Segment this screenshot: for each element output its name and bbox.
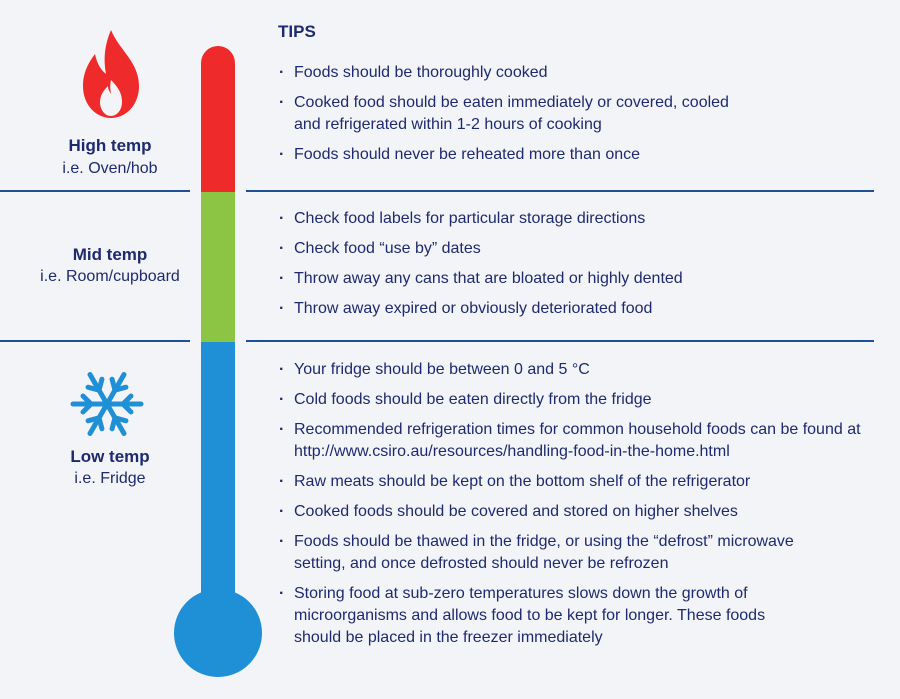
high-temp-tips: Foods should be thoroughly cooked Cooked… <box>276 62 876 174</box>
list-item: Foods should never be reheated more than… <box>276 144 876 166</box>
high-temp-title: High temp <box>68 136 152 155</box>
thermometer-bulb <box>174 589 262 677</box>
divider-right-1 <box>246 190 874 192</box>
low-temp-tips: Your fridge should be between 0 and 5 °C… <box>276 359 876 657</box>
list-item: Raw meats should be kept on the bottom s… <box>276 471 876 493</box>
list-item: Your fridge should be between 0 and 5 °C <box>276 359 876 381</box>
high-temp-subtitle: i.e. Oven/hob <box>62 160 158 177</box>
mid-temp-title: Mid temp <box>72 245 148 264</box>
list-item: Check food “use by” dates <box>276 238 876 260</box>
list-item: Storing food at sub-zero temperatures sl… <box>276 583 784 649</box>
list-item: Throw away expired or obviously deterior… <box>276 298 876 320</box>
divider-right-2 <box>246 340 874 342</box>
list-item: Throw away any cans that are bloated or … <box>276 268 876 290</box>
list-item: Foods should be thawed in the fridge, or… <box>276 531 814 575</box>
list-item: Recommended refrigeration times for comm… <box>276 419 874 463</box>
list-item: Cold foods should be eaten directly from… <box>276 389 876 411</box>
list-item: Cooked foods should be covered and store… <box>276 501 876 523</box>
thermometer-green-segment <box>201 192 235 342</box>
mid-temp-tips: Check food labels for particular storage… <box>276 208 876 328</box>
flame-icon <box>83 30 139 118</box>
divider-left-1 <box>0 190 190 192</box>
list-item: Foods should be thoroughly cooked <box>276 62 876 84</box>
mid-temp-subtitle: i.e. Room/cupboard <box>40 268 180 285</box>
list-item: Cooked food should be eaten immediately … <box>276 92 734 136</box>
tips-heading: TIPS <box>278 22 316 41</box>
thermometer-red-segment <box>201 46 235 192</box>
snowflake-icon <box>70 372 144 436</box>
low-temp-subtitle: i.e. Fridge <box>74 470 146 487</box>
list-item: Check food labels for particular storage… <box>276 208 876 230</box>
thermometer-blue-segment <box>201 342 235 622</box>
divider-left-2 <box>0 340 190 342</box>
low-temp-title: Low temp <box>70 447 150 466</box>
